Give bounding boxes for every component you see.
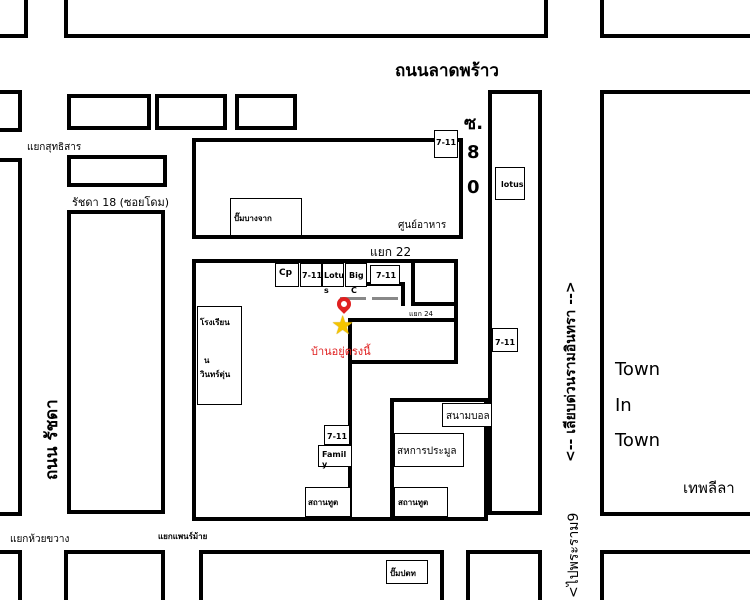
block-left-main [0,158,22,516]
town-line-3: Town [615,430,661,451]
landmark-seven-lower-label: 7-11 [327,432,348,441]
block-row1-a [67,94,151,130]
landmark-gas-top-label: ปั๊มบางจาก [234,214,272,223]
block-ratchada18-north [67,155,167,187]
road-label-ratchada: ถนน รัชดา [42,399,62,480]
landmark-seven-right-label: 7-11 [495,338,516,347]
road-label-ratchada18: รัชดา 18 (ซอยโดม) [72,196,170,209]
block-soi80-east [488,90,542,515]
road-label-ramintra: <-- เลียบด่วนรามอินทรา --> [563,281,579,462]
block-bottom-right [600,550,750,600]
soi24-fill [352,322,454,360]
landmark-coop-label: สหการประมูล [397,446,457,457]
junction-huaikhwang: แยกห้วยขวาง [10,534,70,545]
landmark-laundry-left [305,487,351,517]
landmark-seven-lower [324,425,350,445]
landmark-school-line2: น [204,356,210,365]
junction-yaek22: แยก 22 [370,245,412,259]
town-district: เทพลีลา [683,479,735,497]
landmark-family-bottom: y [322,460,328,469]
landmark-lotus-s [322,263,344,287]
landmark-laundry-right [394,487,448,517]
block-town-in-town [600,90,750,516]
landmark-cp [275,263,299,287]
soi80-char-1: ซ. [464,113,484,134]
soi22-road-side [401,282,405,306]
soi24-road-side [348,318,352,521]
landmark-bigc [345,263,367,287]
home-label: บ้านอยู่ตรงนี้ [311,345,371,358]
block-row1-b [155,94,227,130]
grey-marker-2 [372,297,398,300]
landmark-school-line3: วินทร์ตุ่น [200,370,231,379]
landmark-family-top: Famil [322,450,347,459]
landmark-school [197,306,242,405]
landmark-seven-top [434,130,458,158]
junction-bottom-mid: แยกแพนร์ม้าย [158,532,208,541]
block-home-small [411,259,458,306]
junction-suthisan: แยกสุทธิสาร [27,142,82,153]
landmark-lotus-s-top: Lotu [324,271,345,280]
block-bottom-left [0,550,22,600]
soi80-char-3: 0 [467,177,480,198]
road-label-ladprao: ถนนลาดพร้าว [395,61,499,81]
block-bottom-a [64,550,165,600]
landmark-gas-top [230,198,302,236]
block-bottom-c [466,550,542,600]
landmark-seven-mid-label: 7-11 [302,271,323,280]
landmark-football-label: สนามบอล [446,411,490,422]
landmark-gas-bottom [386,560,428,584]
landmark-family [318,445,352,467]
landmark-laundry-right-label: สถานทูต [398,498,429,507]
landmark-school-line1: โรงเรียน [200,318,230,327]
map-pin-dot [339,299,349,309]
block-top-right [600,0,750,38]
landmark-lotus [495,167,525,200]
soi24-road-bottom [348,360,458,364]
block-top-left-edge [0,0,28,38]
landmark-lotus-s-bottom: s [324,286,329,295]
soi80-char-2: 8 [467,142,480,163]
landmark-football [442,403,492,427]
landmark-seven-right [492,328,518,352]
grey-marker-1 [340,297,366,300]
landmark-bigc-bottom: C [351,286,357,295]
landmark-laundry-left-label: สถานทูต [308,498,339,507]
landmark-bigc-top: Big [349,271,364,280]
soi80-road-edge [459,138,463,239]
landmark-seven-mid [300,263,322,287]
block-top-center [64,0,548,38]
landmark-gas-bottom-label: ปั๊มปตท [390,569,416,578]
landmark-coop [394,433,464,467]
block-row1-c [235,94,297,130]
junction-yaek24: แยก 24 [409,310,433,318]
block-ratchada-west [67,210,165,514]
block-left-upper [0,90,22,132]
landmark-lotus-label: lotus [501,180,524,189]
soi24-road-top [352,318,458,322]
star-icon: ★ [331,311,355,341]
landmark-seven-mid2-label: 7-11 [376,271,397,280]
landmark-cp-label: Cp [279,268,293,278]
landmark-seven-top-label: 7-11 [436,138,457,147]
town-line-2: In [615,395,632,416]
town-line-1: Town [615,359,661,380]
food-center-label: ศูนย์อาหาร [398,220,447,231]
landmark-seven-mid2 [370,265,400,285]
road-label-rama9: <ไปพระราม9 [566,512,582,598]
